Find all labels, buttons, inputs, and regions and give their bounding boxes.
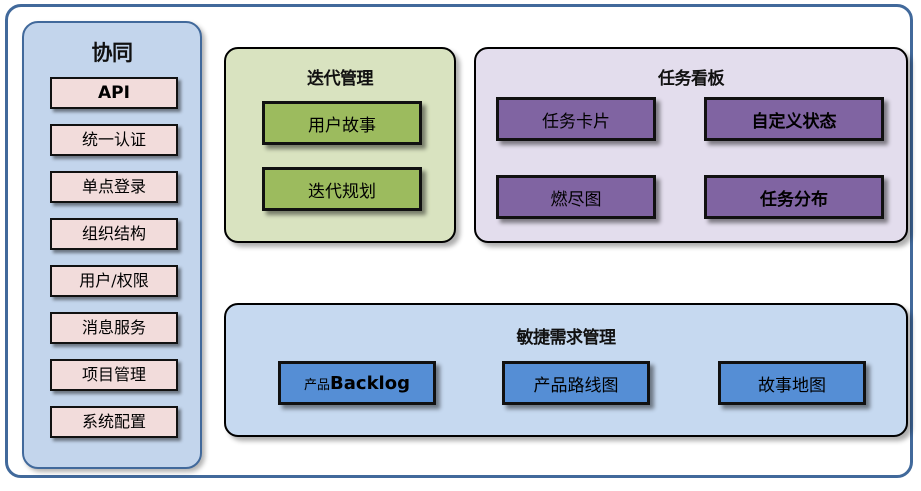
agile-item-product-backlog-label-cjk: 产品 [304,377,331,393]
panel-iteration-management: 迭代管理 用户故事 迭代规划 [224,47,456,243]
iteration-item-user-story[interactable]: 用户故事 [262,101,422,145]
panel-collaboration-title: 协同 [91,41,134,65]
sidebar-item-message-service[interactable]: 消息服务 [50,312,178,344]
panel-task-board-title: 任务看板 [658,69,725,89]
panel-iteration-management-title: 迭代管理 [307,69,374,89]
sidebar-item-unified-auth[interactable]: 统一认证 [50,124,178,156]
taskboard-item-task-card[interactable]: 任务卡片 [496,97,656,141]
panel-task-board: 任务看板 任务卡片 自定义状态 燃尽图 任务分布 [474,47,908,243]
agile-item-product-backlog-label-latin: Backlog [330,372,410,394]
diagram-outer-frame: 协同 API 统一认证 单点登录 组织结构 用户/权限 消息服务 项目管理 系统… [5,4,913,478]
sidebar-item-user-permission[interactable]: 用户/权限 [50,265,178,297]
agile-item-product-roadmap[interactable]: 产品路线图 [502,361,650,405]
panel-agile-requirement-management-title: 敏捷需求管理 [516,328,617,348]
agile-item-story-map[interactable]: 故事地图 [718,361,866,405]
panel-collaboration: 协同 API 统一认证 单点登录 组织结构 用户/权限 消息服务 项目管理 系统… [22,21,202,469]
taskboard-item-custom-status[interactable]: 自定义状态 [704,97,884,141]
taskboard-item-burndown-chart[interactable]: 燃尽图 [496,175,656,219]
sidebar-item-api[interactable]: API [50,77,178,109]
iteration-item-iteration-planning[interactable]: 迭代规划 [262,167,422,211]
sidebar-item-project-management[interactable]: 项目管理 [50,359,178,391]
sidebar-item-system-config[interactable]: 系统配置 [50,406,178,438]
sidebar-item-single-sign-on[interactable]: 单点登录 [50,171,178,203]
taskboard-item-task-distribution[interactable]: 任务分布 [704,175,884,219]
sidebar-item-org-structure[interactable]: 组织结构 [50,218,178,250]
